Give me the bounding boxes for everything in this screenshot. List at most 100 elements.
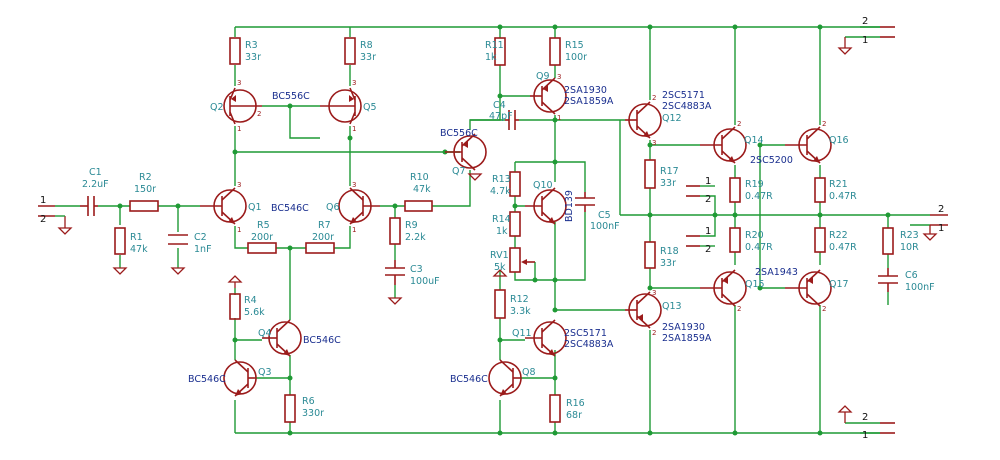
conn-r20-pin2: 2 xyxy=(705,244,711,255)
r6-ref: R6 xyxy=(302,396,315,407)
q12-ref: Q12 xyxy=(662,113,682,124)
resistor-r19 xyxy=(729,177,741,203)
q1-ref: Q1 xyxy=(248,202,262,213)
transistor-q17 xyxy=(785,269,832,307)
resistor-r23 xyxy=(882,227,894,255)
r12-ref: R12 xyxy=(510,294,529,305)
pin-number: 3 xyxy=(557,73,561,81)
resistor-r11 xyxy=(494,37,506,66)
resistor-r22 xyxy=(814,227,826,253)
ground-icon xyxy=(467,173,483,181)
r12-value: 3.3k xyxy=(510,306,531,317)
transistor-q4 xyxy=(262,319,302,357)
r22-ref: R22 xyxy=(829,230,848,241)
q2-q5-device: BC556C xyxy=(272,91,310,102)
r23-value: 10R xyxy=(900,242,919,253)
r1-value: 47k xyxy=(130,244,148,255)
q13-device-a: 2SA1930 xyxy=(662,322,705,333)
q7-ref: Q7 xyxy=(452,166,466,177)
r7-ref: R7 xyxy=(318,220,331,231)
q13-device-b: 2SA1859A xyxy=(662,333,712,344)
r11-ref: R11 xyxy=(485,40,504,51)
supply-arrow-icon xyxy=(227,275,243,288)
c2-ref: C2 xyxy=(194,232,207,243)
r7-value: 200r xyxy=(312,232,334,243)
c5-ref: C5 xyxy=(598,210,611,221)
c1-ref: C1 xyxy=(89,167,102,178)
q10-ref: Q10 xyxy=(533,180,553,191)
ground-icon xyxy=(837,405,853,423)
resistor-r10 xyxy=(404,200,433,212)
resistor-r6 xyxy=(284,394,296,423)
resistor-r13 xyxy=(509,171,521,197)
r20-value: 0.47R xyxy=(745,242,773,253)
r9-ref: R9 xyxy=(405,220,418,231)
q11-device-a: 2SC5171 xyxy=(564,328,607,339)
pin-number: 1 xyxy=(352,125,356,133)
transistor-q5 xyxy=(320,87,362,125)
q17-ref: Q17 xyxy=(829,279,849,290)
ground-icon xyxy=(112,267,128,275)
transistor-q10 xyxy=(525,187,567,225)
ground-icon xyxy=(387,297,403,305)
resistor-r7 xyxy=(305,242,335,254)
r3-ref: R3 xyxy=(245,40,258,51)
pin-number: 2 xyxy=(737,305,741,313)
resistor-r12 xyxy=(494,289,506,319)
rv1-value: 5k xyxy=(494,262,506,273)
resistor-r1 xyxy=(114,227,126,255)
potentiometer-rv1 xyxy=(509,247,521,273)
q6-ref: Q6 xyxy=(326,202,340,213)
ground-icon xyxy=(57,216,73,235)
pin-number: 1 xyxy=(237,226,241,234)
transistor-q7 xyxy=(445,133,487,171)
q12-device-b: 2SC4883A xyxy=(662,101,712,112)
q9-ref: Q9 xyxy=(536,71,550,82)
resistor-r14 xyxy=(509,211,521,237)
pin-number: 3 xyxy=(237,181,241,189)
conn-in-pin2: 2 xyxy=(40,214,46,225)
r21-value: 0.47R xyxy=(829,191,857,202)
conn-top-pin2: 2 xyxy=(862,16,868,27)
c6-value: 100nF xyxy=(905,282,935,293)
q12-device-a: 2SC5171 xyxy=(662,90,705,101)
c5-value: 100nF xyxy=(590,221,620,232)
r20-ref: R20 xyxy=(745,230,764,241)
resistors xyxy=(114,37,894,423)
r18-ref: R18 xyxy=(660,246,679,257)
r17-ref: R17 xyxy=(660,166,679,177)
transistor-q3 xyxy=(223,359,257,397)
r6-value: 330r xyxy=(302,408,324,419)
q11-device-b: 2SC4883A xyxy=(564,339,614,350)
q9-device-a: 2SA1930 xyxy=(564,85,607,96)
r2-ref: R2 xyxy=(139,172,152,183)
r8-value: 33r xyxy=(360,52,376,63)
r10-ref: R10 xyxy=(410,172,429,183)
q14-q16-device: 2SC5200 xyxy=(750,155,793,166)
pin-number: 1 xyxy=(557,114,561,122)
transistor-q11 xyxy=(525,319,567,357)
transistor-q1 xyxy=(200,187,247,225)
rv1-ref: RV1 xyxy=(490,250,509,261)
q8-ref: Q8 xyxy=(522,367,536,378)
c1-value: 2.2uF xyxy=(82,179,109,190)
conn-r19-pin1: 1 xyxy=(705,176,711,187)
q10-device: BD139 xyxy=(564,190,575,222)
pin-number: 3 xyxy=(652,289,656,297)
resistor-r2 xyxy=(129,200,159,212)
pin-number: 2 xyxy=(737,120,741,128)
pin-number: 2 xyxy=(822,120,826,128)
q13-ref: Q13 xyxy=(662,301,682,312)
r4-value: 5.6k xyxy=(244,307,265,318)
r4-ref: R4 xyxy=(244,295,257,306)
transistor-q16 xyxy=(785,126,832,164)
c3-ref: C3 xyxy=(410,264,423,275)
transistor-q8 xyxy=(488,359,522,397)
q4-device: BC546C xyxy=(303,335,341,346)
pin-number: 2 xyxy=(822,305,826,313)
q3-ref: Q3 xyxy=(258,367,272,378)
ground-symbols xyxy=(55,37,938,423)
pin-number: 2 xyxy=(652,329,656,337)
q15-q17-device: 2SA1943 xyxy=(755,267,798,278)
